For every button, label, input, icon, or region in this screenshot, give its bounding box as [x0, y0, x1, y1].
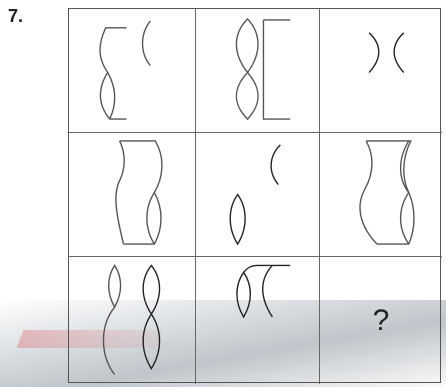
figure-r2-c2 — [196, 133, 319, 256]
cell-r2-c2 — [196, 133, 320, 257]
cell-r2-c1 — [69, 133, 196, 257]
cell-r1-c2 — [196, 9, 320, 133]
question-number: 7. — [8, 6, 23, 27]
figure-r3-c1 — [69, 257, 195, 384]
question-mark: ? — [320, 304, 442, 338]
cell-r1-c1 — [69, 9, 196, 133]
puzzle-grid: ? — [68, 8, 441, 383]
figure-r3-c2 — [196, 257, 319, 384]
figure-r2-c3 — [320, 133, 442, 256]
cell-r1-c3 — [320, 9, 442, 133]
figure-r1-c1 — [69, 9, 195, 132]
cell-r3-c1 — [69, 257, 196, 384]
figure-r1-c3 — [320, 9, 442, 132]
figure-r1-c2 — [196, 9, 319, 132]
figure-r2-c1 — [69, 133, 195, 256]
cell-r2-c3 — [320, 133, 442, 257]
cell-r3-c3-answer[interactable]: ? — [320, 257, 442, 384]
cell-r3-c2 — [196, 257, 320, 384]
